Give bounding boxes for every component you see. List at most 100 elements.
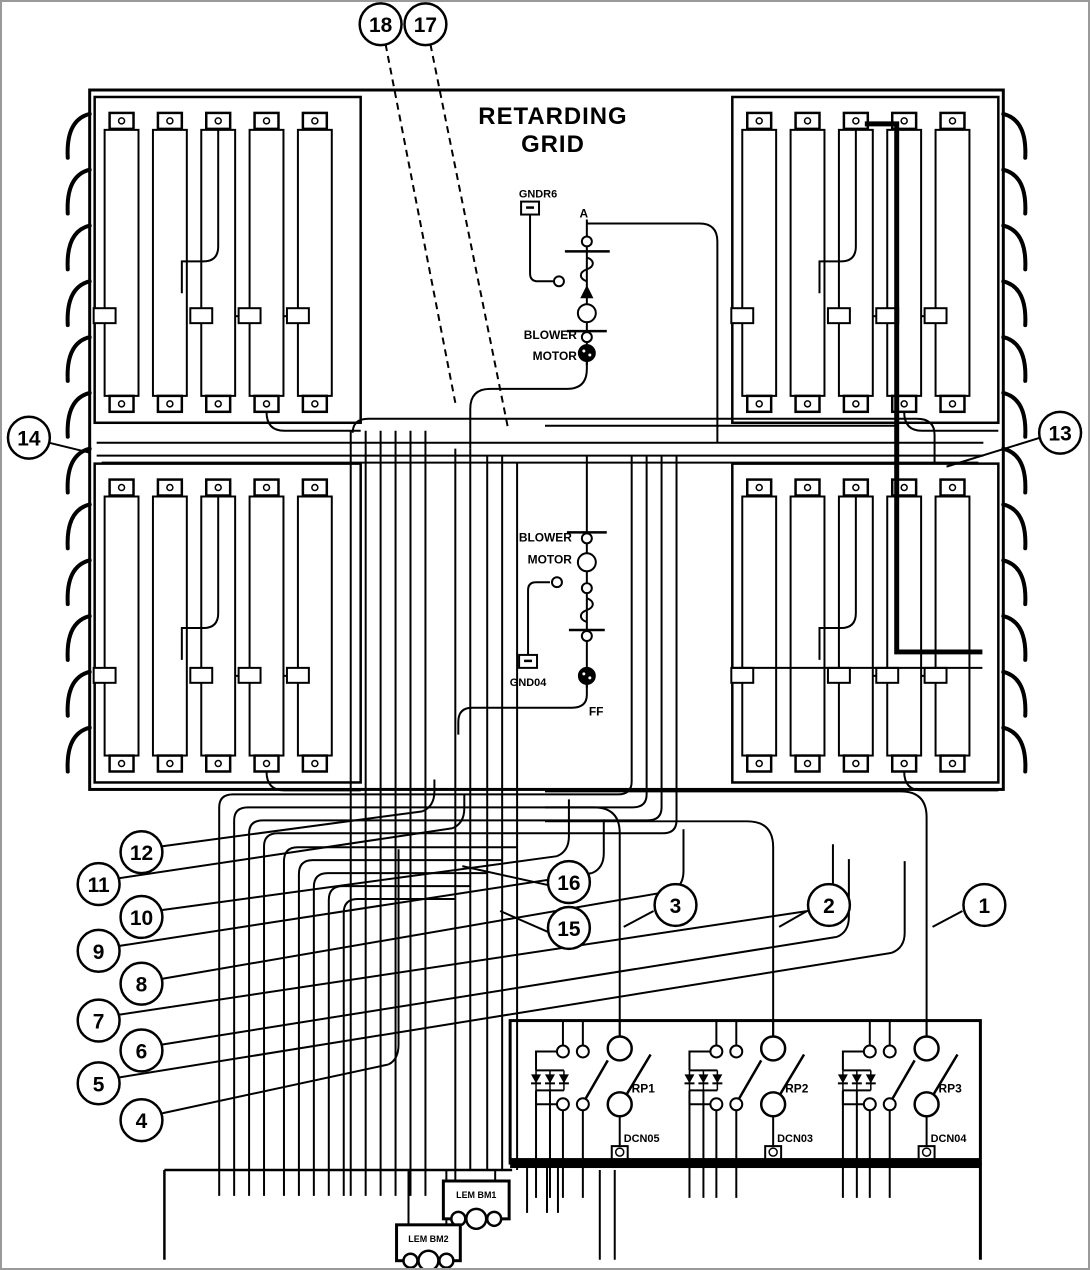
- callout-number: 6: [136, 1040, 148, 1063]
- frame-hook-right: [1001, 502, 1028, 551]
- terminal-stud-icon: [900, 117, 908, 125]
- callout-14: 14: [6, 415, 52, 460]
- callout-circle: [76, 1061, 121, 1106]
- callout-number: 15: [557, 918, 581, 941]
- frame-hook-left: [65, 223, 92, 272]
- callout-circle: [119, 830, 164, 875]
- dcn-terminal: [764, 1145, 783, 1161]
- frame-hook-right: [1001, 446, 1028, 495]
- callout-number: 3: [670, 895, 682, 918]
- callout-leader-1: [932, 910, 963, 928]
- callout-17: 17: [403, 2, 448, 47]
- callout-number: 8: [136, 974, 148, 997]
- element-tab: [875, 666, 900, 684]
- terminal-stud-icon: [852, 759, 860, 768]
- strap: [265, 771, 361, 792]
- callout-1: 1: [962, 882, 1007, 928]
- frame-hook-left: [65, 614, 92, 662]
- blower-top-label2: MOTOR: [533, 349, 578, 363]
- element-terminal: [939, 478, 966, 497]
- contactor-box: [508, 1019, 982, 1165]
- callout-number: 9: [93, 941, 105, 964]
- terminal-stud-icon: [117, 759, 126, 768]
- callout-8: 8: [119, 961, 164, 1006]
- callout-leader-6: [162, 935, 838, 1046]
- frame-hook-left: [65, 167, 92, 216]
- terminal-stud-icon: [803, 759, 812, 768]
- callout-3: 3: [653, 882, 698, 928]
- frame-hook-left: [65, 669, 92, 718]
- callout-number: 11: [88, 874, 110, 897]
- relay-label: RP3: [939, 1081, 963, 1095]
- terminal-stud-icon: [803, 400, 812, 408]
- element-terminal: [939, 754, 966, 773]
- callout-leader-2: [778, 910, 808, 928]
- frame-hook-right: [1001, 725, 1028, 774]
- callout-number: 1: [979, 895, 991, 918]
- resistor-element: [886, 495, 923, 757]
- gnd04-label: GND04: [510, 677, 547, 689]
- element-terminal: [890, 754, 918, 773]
- terminal-stud-icon: [166, 400, 174, 408]
- callout-leader-11: [119, 827, 453, 880]
- relay-label: RP2: [785, 1081, 809, 1095]
- element-terminal: [108, 478, 135, 497]
- frame-hook-right: [1001, 279, 1028, 328]
- terminal-label: DCN04: [931, 1133, 968, 1145]
- callout-5: 5: [76, 1061, 121, 1106]
- callout-circle: [6, 415, 52, 460]
- terminal-stud-icon: [900, 483, 908, 492]
- element-terminal: [108, 394, 135, 414]
- terminal-stud-icon: [166, 483, 174, 492]
- terminal-stud-icon: [117, 117, 126, 125]
- terminal-stud-icon: [900, 759, 908, 768]
- callout-15: 15: [546, 905, 592, 951]
- callout-number: 4: [136, 1110, 148, 1133]
- ground-terminal-gnd04: [518, 653, 539, 669]
- terminal-stud-icon: [755, 117, 763, 125]
- blower-mid-label2: MOTOR: [528, 552, 573, 566]
- element-terminal: [301, 394, 329, 414]
- resistor-element: [934, 128, 971, 397]
- callout-13: 13: [1037, 410, 1083, 455]
- strap: [818, 129, 857, 294]
- callout-circle: [76, 998, 121, 1043]
- terminal-stud-icon: [262, 483, 271, 492]
- frame-hook-left: [65, 111, 92, 160]
- element-terminal: [253, 111, 280, 131]
- frame-hook-right: [1001, 111, 1028, 160]
- diagram-labels: RETARDING GRID GNDR6 A BLOWER MOTOR BLOW…: [478, 103, 626, 719]
- callout-number: 7: [93, 1011, 105, 1034]
- resistor-element: [886, 128, 923, 397]
- callout-leader-18: [384, 43, 457, 404]
- motor-symbol: [577, 344, 596, 363]
- element-tab: [237, 666, 262, 684]
- frame-hook-left: [65, 558, 92, 607]
- callout-10: 10: [119, 894, 164, 940]
- element-tab: [237, 307, 262, 325]
- element-terminal: [301, 754, 329, 773]
- callout-9: 9: [76, 928, 121, 974]
- callout-number: 16: [557, 872, 580, 895]
- point-ff-label: FF: [589, 705, 604, 719]
- element-terminal: [108, 111, 135, 131]
- connector-label: LEM BM2: [408, 1234, 448, 1244]
- element-tab: [826, 307, 851, 325]
- terminal-stud-icon: [214, 483, 222, 492]
- element-terminal: [794, 111, 821, 131]
- element-terminal: [156, 754, 184, 773]
- element-terminal: [156, 111, 184, 131]
- callout-circle: [76, 861, 121, 907]
- terminal-stud-icon: [117, 400, 126, 408]
- terminal-label: DCN05: [624, 1133, 660, 1145]
- element-terminal: [253, 478, 280, 497]
- terminal-stud-icon: [166, 759, 174, 768]
- element-terminal: [156, 394, 184, 414]
- callout-11: 11: [76, 861, 121, 907]
- element-terminal: [205, 394, 232, 414]
- terminal-stud-icon: [948, 117, 957, 125]
